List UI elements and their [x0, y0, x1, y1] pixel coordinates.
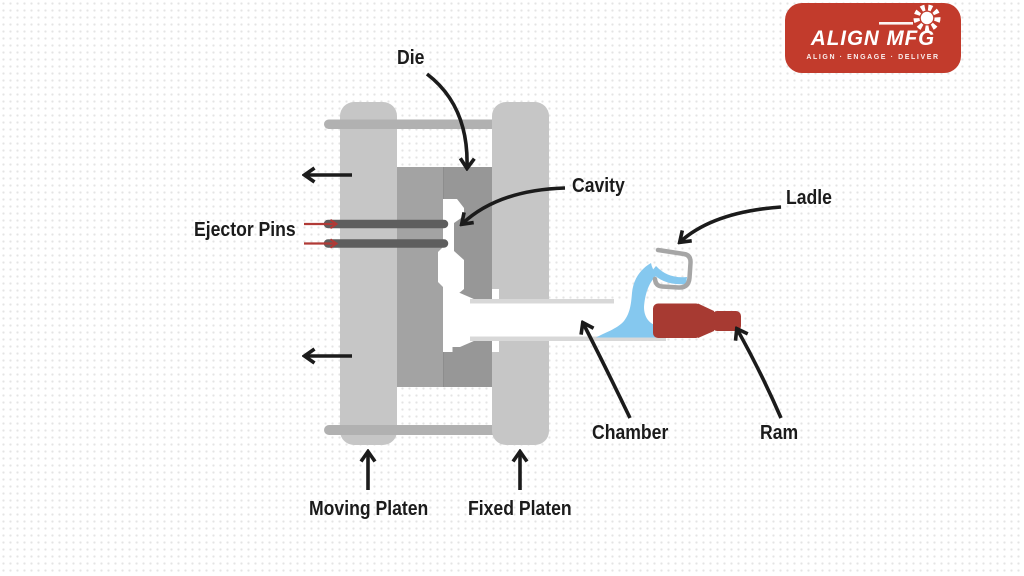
label-ejector-pins: Ejector Pins	[194, 219, 296, 241]
ejector-pins	[304, 218, 449, 249]
label-ladle: Ladle	[786, 187, 832, 209]
cavity	[438, 199, 464, 352]
label-cavity: Cavity	[572, 175, 625, 197]
label-moving-platen: Moving Platen	[309, 498, 429, 520]
fixed-platen	[492, 102, 549, 445]
ram	[653, 303, 741, 338]
label-die: Die	[397, 47, 425, 69]
label-ram: Ram	[760, 422, 799, 444]
gear-icon	[879, 4, 941, 31]
moving-platen	[340, 102, 397, 445]
align-mfg-logo: ALIGN MFG ALIGN · ENGAGE · DELIVER	[785, 3, 961, 73]
tie-bars	[324, 119, 502, 435]
label-chamber: Chamber	[592, 422, 669, 444]
pointer-arrows	[368, 72, 783, 490]
label-fixed-platen: Fixed Platen	[468, 498, 572, 520]
ladle-icon	[652, 247, 693, 290]
molten-metal	[596, 263, 687, 338]
logo-name: ALIGN MFG	[810, 27, 936, 50]
logo-tagline: ALIGN · ENGAGE · DELIVER	[806, 54, 940, 61]
motion-arrows	[305, 175, 352, 356]
